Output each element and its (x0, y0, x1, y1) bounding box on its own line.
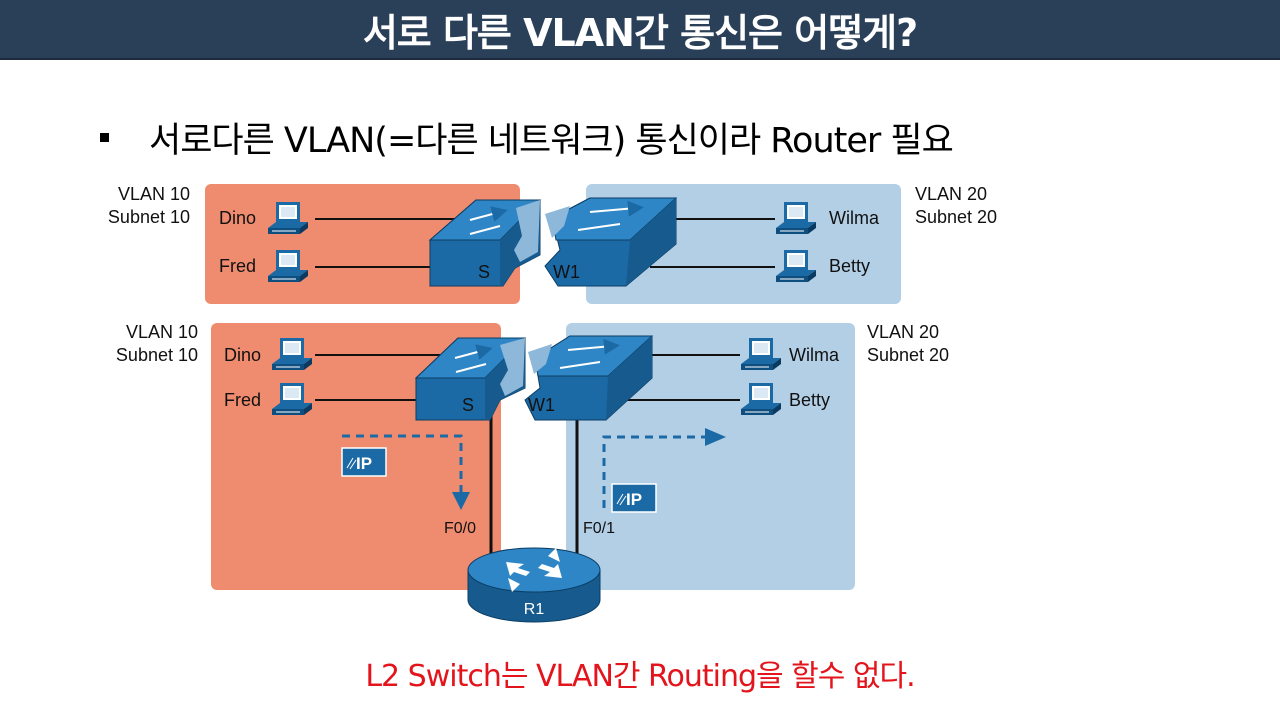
host-label-wilma-bottom: Wilma (789, 345, 840, 365)
vlan20-subnet-bottom: Subnet 20 (867, 345, 949, 365)
port-label-f00: F0/0 (444, 520, 476, 537)
ip-packet-label: IP (356, 454, 372, 473)
host-label-fred-bottom: Fred (224, 390, 261, 410)
packet-path-right (602, 435, 708, 508)
switch-icon-left-half-top: S (428, 199, 542, 287)
vlan10-name-bottom: VLAN 10 (126, 322, 198, 342)
switch-label-left-top: S (478, 262, 490, 282)
router-icon: R1 (467, 547, 601, 623)
host-label-betty-top: Betty (829, 256, 870, 276)
switch-label-right-top: W1 (553, 262, 580, 282)
host-label-dino-top: Dino (219, 208, 256, 228)
arrow-right-icon (705, 428, 726, 446)
switch-label-left-bottom: S (462, 395, 474, 415)
switch-icon-right-half-top: W1 (544, 197, 678, 287)
switch-label-right-bottom: W1 (528, 395, 555, 415)
packet-path-left (342, 434, 463, 498)
vlan10-name-top: VLAN 10 (118, 184, 190, 204)
switch-icon-left-half-bottom: S (414, 337, 527, 421)
bullet-text: 서로다른 VLAN(=다른 네트워크) 통신이라 Router 필요 (149, 121, 954, 161)
vlan10-subnet-bottom: Subnet 10 (116, 345, 198, 365)
slide-title: 서로 다른 VLAN간 통신은 어떻게? (362, 10, 918, 55)
ip-packet-label: IP (626, 490, 642, 509)
footer-note: L2 Switch는 VLAN간 Routing을 할수 없다. (365, 659, 915, 694)
host-label-fred-top: Fred (219, 256, 256, 276)
bullet-item: 서로다른 VLAN(=다른 네트워크) 통신이라 Router 필요 (100, 112, 954, 163)
port-label-f01: F0/1 (583, 520, 615, 537)
host-label-wilma-top: Wilma (829, 208, 880, 228)
ip-packet-icon: IP (611, 483, 657, 513)
vlan20-name-bottom: VLAN 20 (867, 322, 939, 342)
vlan20-subnet-top: Subnet 20 (915, 207, 997, 227)
switch-icon-right-half-bottom: W1 (524, 335, 654, 421)
bottom-diagram: VLAN 10 Subnet 10 VLAN 20 Subnet 20 Dino… (116, 322, 949, 623)
host-label-betty-bottom: Betty (789, 390, 830, 410)
bullet-square-icon (100, 133, 109, 142)
vlan20-name-top: VLAN 20 (915, 184, 987, 204)
top-diagram: VLAN 10 Subnet 10 VLAN 20 Subnet 20 Dino… (108, 184, 997, 304)
arrow-down-icon (452, 492, 470, 510)
host-label-dino-bottom: Dino (224, 345, 261, 365)
vlan10-subnet-top: Subnet 10 (108, 207, 190, 227)
title-bar: 서로 다른 VLAN간 통신은 어떻게? (0, 0, 1280, 60)
router-label: R1 (524, 601, 545, 618)
ip-packet-icon: IP (341, 447, 387, 477)
